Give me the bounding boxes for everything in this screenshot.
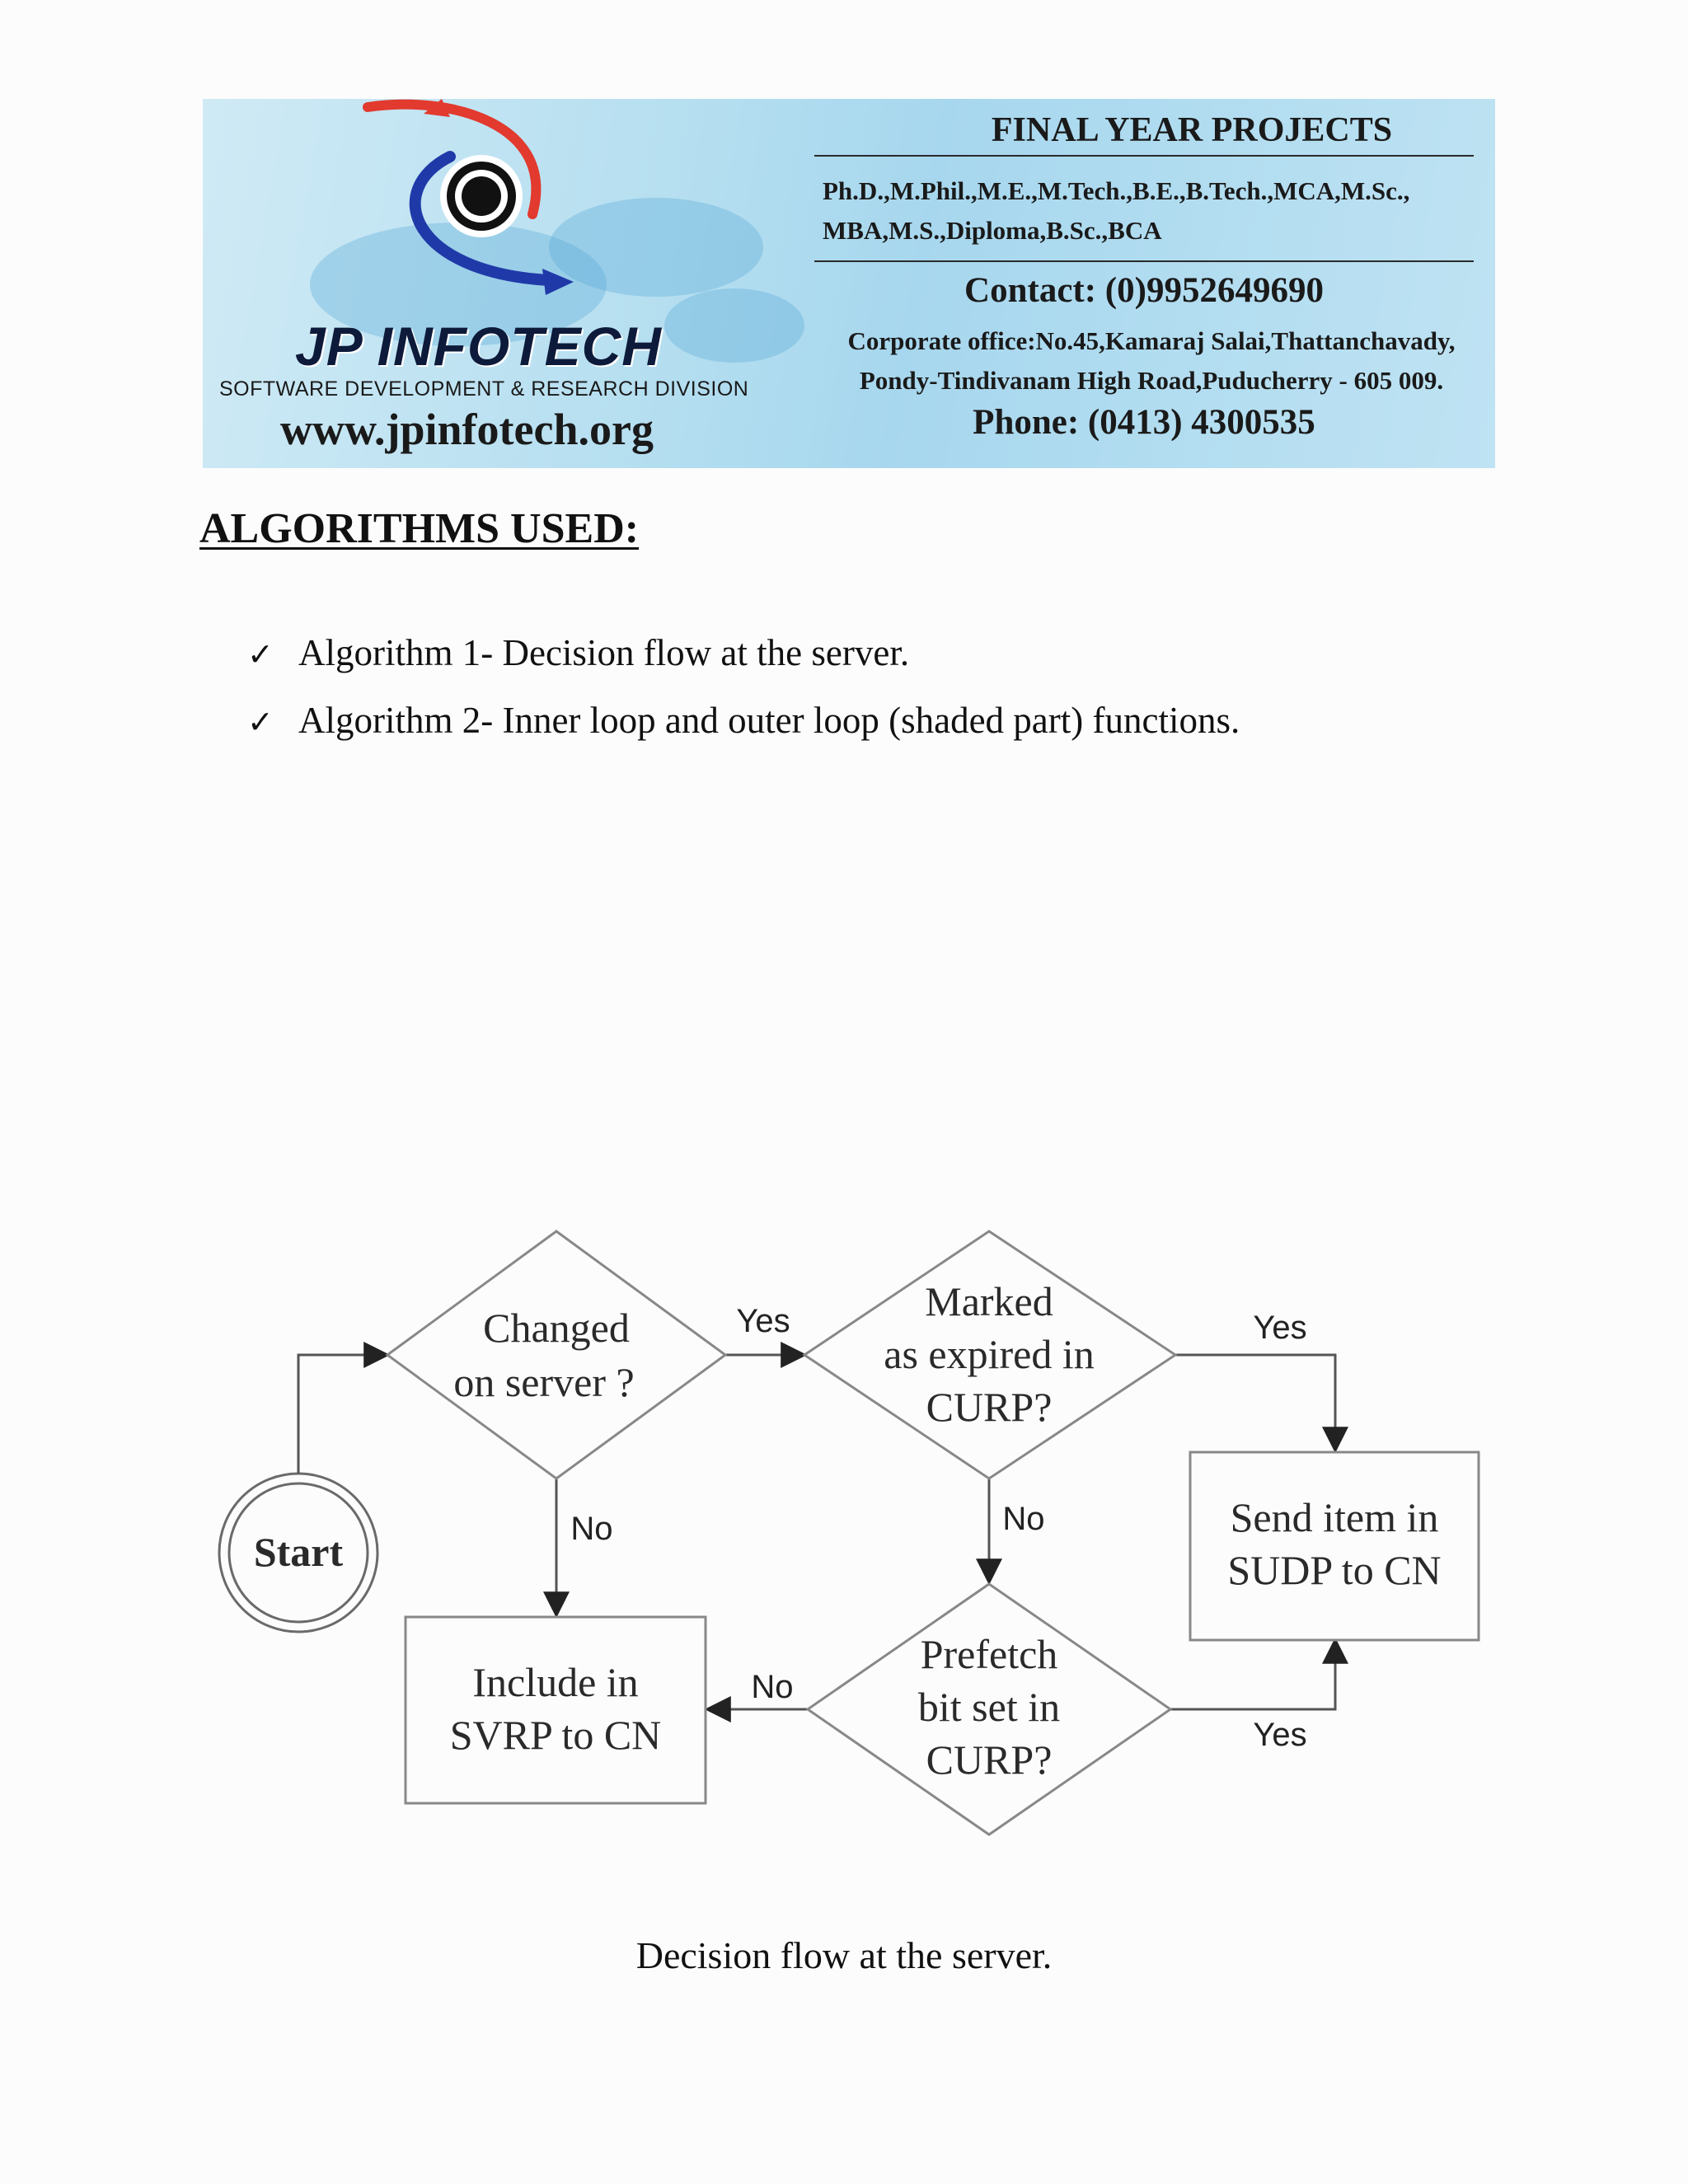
degree-line: MBA,M.S.,Diploma,B.Sc.,BCA: [823, 216, 1162, 245]
list-item-text: Algorithm 1- Decision flow at the server…: [298, 632, 910, 673]
decision-label: Marked: [925, 1278, 1053, 1324]
start-node: Start: [218, 1472, 379, 1633]
process-label: SVRP to CN: [450, 1712, 662, 1758]
division-tagline: SOFTWARE DEVELOPMENT & RESEARCH DIVISION: [219, 377, 749, 401]
divider: [814, 260, 1474, 262]
phone-number: Phone: (0413) 4300535: [973, 403, 1315, 442]
branch-label-no: No: [570, 1511, 612, 1547]
process-label: Send item in: [1231, 1494, 1439, 1540]
office-address: Corporate office:No.45,Kamaraj Salai,Tha…: [818, 321, 1485, 401]
eye-logo-icon: [363, 99, 574, 295]
header-banner: JP INFOTECH SOFTWARE DEVELOPMENT & RESEA…: [203, 99, 1495, 468]
section-heading: ALGORITHMS USED:: [199, 505, 640, 552]
list-item: ✓ Algorithm 1- Decision flow at the serve…: [247, 620, 1240, 687]
degree-list: Ph.D.,M.Phil.,M.E.,M.Tech.,B.E.,B.Tech.,…: [823, 171, 1474, 251]
decision-label: as expired in: [884, 1331, 1094, 1377]
process-label: Include in: [472, 1659, 638, 1705]
branch-label-yes: Yes: [736, 1303, 790, 1339]
address-line: Corporate office:No.45,Kamaraj Salai,Tha…: [847, 326, 1456, 355]
process-send-item: Send item in SUDP to CN: [1189, 1451, 1480, 1642]
decision-marked-expired: Marked as expired in CURP?: [802, 1230, 1178, 1480]
connector-prefetch-yes: [1170, 1637, 1348, 1711]
decision-label: bit set in: [918, 1684, 1060, 1730]
decision-changed-on-server: Changed on server ?: [385, 1230, 728, 1480]
banner-title: FINAL YEAR PROJECTS: [991, 111, 1393, 149]
contact-number: Contact: (0)9952649690: [964, 271, 1324, 310]
brand-name: JP INFOTECH: [295, 316, 662, 377]
decision-label: on server ?: [453, 1359, 634, 1405]
decision-prefetch-bit: Prefetch bit set in CURP?: [805, 1582, 1173, 1836]
list-item: ✓ Algorithm 2- Inner loop and outer loop …: [247, 687, 1240, 755]
decision-label: CURP?: [926, 1736, 1053, 1783]
branch-label-no: No: [1002, 1501, 1044, 1537]
algorithm-list: ✓ Algorithm 1- Decision flow at the serve…: [247, 620, 1240, 755]
decision-label: Changed: [483, 1305, 630, 1351]
divider: [814, 155, 1474, 157]
branch-label-yes: Yes: [1253, 1717, 1306, 1753]
list-item-text: Algorithm 2- Inner loop and outer loop (…: [298, 700, 1240, 741]
decision-label: Prefetch: [921, 1631, 1058, 1677]
checkmark-icon: ✓: [247, 636, 274, 673]
world-map-shape: [549, 198, 763, 297]
connector-start-to-changed: [297, 1342, 391, 1474]
website-url: www.jpinfotech.org: [280, 405, 654, 454]
figure-caption: Decision flow at the server.: [635, 1934, 1053, 1976]
address-line: Pondy-Tindivanam High Road,Puducherry - …: [859, 366, 1444, 395]
decision-label: CURP?: [926, 1384, 1053, 1430]
connector-marked-yes: [1175, 1353, 1348, 1454]
degree-line: Ph.D.,M.Phil.,M.E.,M.Tech.,B.E.,B.Tech.,…: [823, 176, 1410, 205]
checkmark-icon: ✓: [247, 704, 274, 740]
branch-label-yes: Yes: [1253, 1310, 1306, 1346]
process-include-item: Include in SVRP to CN: [404, 1615, 707, 1805]
branch-label-no: No: [751, 1669, 793, 1705]
world-map-shape: [664, 288, 804, 363]
process-label: SUDP to CN: [1227, 1547, 1441, 1593]
start-label: Start: [254, 1529, 344, 1575]
connector-lines: [297, 1342, 1348, 1722]
